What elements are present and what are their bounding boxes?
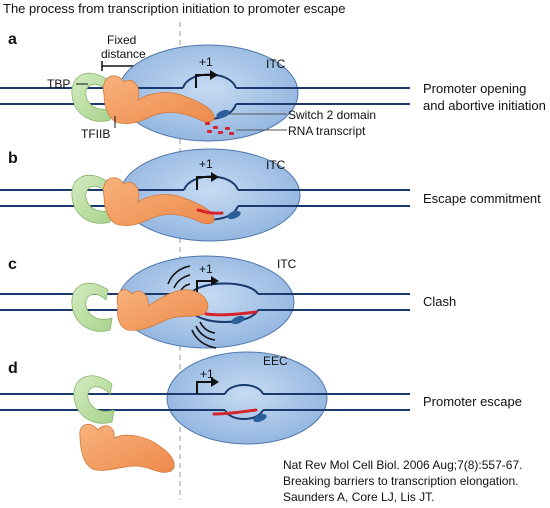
panel-letter-a: a xyxy=(8,31,17,48)
panel-d: d +1 EEC Promoter escape xyxy=(0,351,522,473)
tfiib-protein xyxy=(116,289,209,331)
rna-transcript xyxy=(212,408,258,416)
plus-one-label: +1 xyxy=(199,55,213,69)
panel-c: c +1 ITC Clash xyxy=(0,255,456,349)
stage-label-c: Clash xyxy=(423,294,456,309)
tss-arrow xyxy=(196,280,213,294)
stage-label-b: Escape commitment xyxy=(423,191,541,206)
citation-line-3: Saunders A, Core LJ, Lis JT. xyxy=(283,490,434,504)
tbp-label: TBP xyxy=(47,77,70,91)
complex-label-a: ITC xyxy=(266,57,286,71)
tbp-protein xyxy=(71,282,113,332)
rna-transcript xyxy=(204,310,258,317)
panel-letter-b: b xyxy=(8,150,18,167)
switch-2-domain xyxy=(227,210,241,220)
plus-one-label: +1 xyxy=(199,157,213,171)
switch-2-domain xyxy=(231,315,245,325)
polymerase-eec xyxy=(166,351,328,445)
tbp-protein-released xyxy=(73,375,115,424)
complex-label-c: ITC xyxy=(277,257,297,271)
rna-transcript-label: RNA transcript xyxy=(288,124,366,138)
stage-label-a-line2: and abortive initiation xyxy=(423,98,546,113)
complex-label-d: EEC xyxy=(263,354,288,368)
panel-b: b +1 ITC Escape commitment xyxy=(0,148,541,242)
citation: Nat Rev Mol Cell Biol. 2006 Aug;7(8):557… xyxy=(283,458,522,504)
switch-2-domain xyxy=(253,413,267,423)
tfiib-protein-released xyxy=(79,423,175,473)
stage-label-d: Promoter escape xyxy=(423,394,522,409)
fixed-distance-label-line2: distance xyxy=(101,47,146,61)
clash-waves-bottom xyxy=(191,321,217,349)
rna-transcript xyxy=(196,208,224,215)
figure-title: The process from transcription initiatio… xyxy=(3,1,346,16)
rna-fragments xyxy=(205,122,234,135)
tfiib-protein xyxy=(102,75,215,124)
switch-2-domain xyxy=(216,109,230,119)
complex-label-b: ITC xyxy=(266,158,286,172)
tss-arrow xyxy=(196,381,213,394)
tfiib-protein xyxy=(102,177,215,226)
tss-arrow xyxy=(195,74,212,88)
panel-letter-d: d xyxy=(8,360,18,377)
tss-arrow xyxy=(196,176,213,190)
plus-one-label: +1 xyxy=(200,367,214,381)
plus-one-label: +1 xyxy=(199,262,213,276)
fixed-distance-label-line1: Fixed xyxy=(107,33,136,47)
panel-letter-c: c xyxy=(8,256,17,273)
tfiib-label: TFIIB xyxy=(81,127,110,141)
switch-2-label: Switch 2 domain xyxy=(288,108,376,122)
panel-a: a Fixed distance +1 TBP TFIIB Switch 2 d… xyxy=(0,31,546,142)
citation-line-2: Breaking barriers to transcription elong… xyxy=(283,474,518,488)
stage-label-a-line1: Promoter opening xyxy=(423,81,526,96)
citation-line-1: Nat Rev Mol Cell Biol. 2006 Aug;7(8):557… xyxy=(283,458,522,472)
